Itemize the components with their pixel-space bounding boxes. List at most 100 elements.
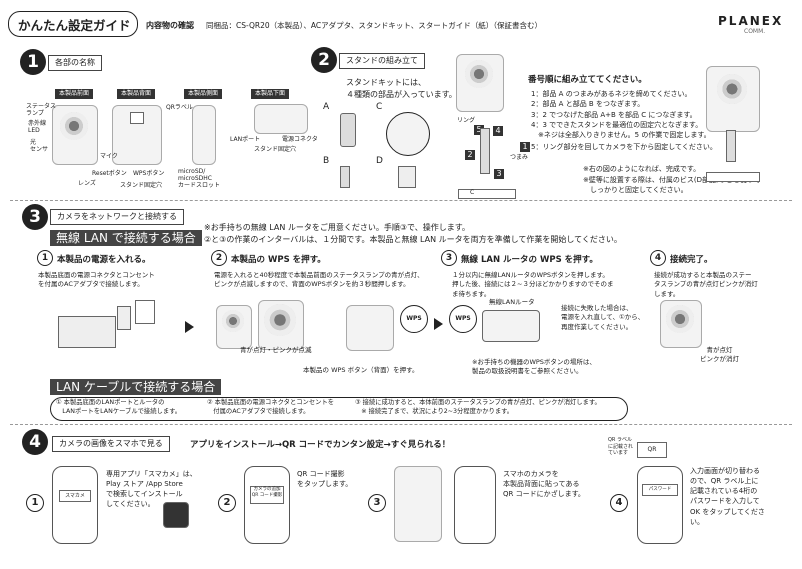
camera-closeup-lens xyxy=(264,304,296,336)
brand-sub: COMM. xyxy=(744,28,766,35)
stand-base-drawing xyxy=(458,189,516,199)
knob-label: つまみ xyxy=(510,154,529,161)
camera-back-qr-drawing xyxy=(394,466,442,542)
qr-label-sample: QR xyxy=(637,442,667,458)
diagram-step-5: 5 xyxy=(474,125,484,135)
diagram-step-2: 2 xyxy=(465,150,475,160)
app-step4-text: 入力画面が切り替わる ので、QR ラベル上に 記載されている4桁の パスワードを… xyxy=(690,467,765,526)
label-stand-hole-bottom: スタンド固定穴 xyxy=(254,146,297,153)
label-ir-led: 赤外線 LED xyxy=(28,120,47,135)
router-note: ※お手持ちの機器のWPSボタンの場所は、 製品の取扱説明書をご参照ください。 xyxy=(472,358,596,376)
label-power-conn: 電源コネクタ xyxy=(282,136,318,143)
part-c-drawing xyxy=(386,112,430,156)
stand-camera-lens xyxy=(465,60,493,88)
label-qr-label: QRラベル xyxy=(166,104,193,111)
done-caption: 青が点灯 ピンクが消灯 xyxy=(700,346,739,364)
diagram-step-1: 1 xyxy=(520,142,530,152)
lan-step-1: ① 本製品底面のLANポートとルータの LANポートをLANケーブルで接続します… xyxy=(56,399,182,415)
qr-scan-screen: カメラの追加 QR コード撮影 xyxy=(250,486,284,504)
wps-caption: 本製品の WPS ボタン（背面）を押す。 xyxy=(303,366,419,374)
contents-label: 内容物の確認 xyxy=(146,21,194,30)
assembly-steps-title: 番号順に組み立ててください。 xyxy=(528,75,647,85)
assembly-step-3: 3：2 でつなげた部品 A+B を部品 C につなぎます。 xyxy=(531,111,697,119)
assembly-step-4: 4：3 でできたスタンドを最適位の固定穴となぎます。 xyxy=(531,121,703,129)
wireless-step2-text: 電源を入れると40秒程度で本製品前面のステータスランプの青が点灯、 ピンクが点滅… xyxy=(214,271,424,289)
app-step2-text: QR コード撮影 をタップします。 xyxy=(297,470,353,489)
label-status-lamp: ステータス ランプ xyxy=(26,103,57,118)
assembly-note-wall: ※壁等に設置する際は、付属のビス(D部品)などを使って しっかりと固定してくださ… xyxy=(583,176,761,195)
done-camera-lens xyxy=(666,305,694,333)
app-icon xyxy=(163,502,189,528)
part-c-label: C xyxy=(376,102,383,112)
section4-subtitle: アプリをインストール→QR コードでカンタン設定→すぐ見られる！ xyxy=(190,440,451,450)
diagram-step-3: 3 xyxy=(494,169,504,179)
section4-number: 4 xyxy=(22,429,48,455)
camera-side-drawing xyxy=(192,105,216,165)
assembled-camera-lens xyxy=(717,74,747,104)
wireless-step3-number: 3 xyxy=(441,250,457,266)
qr-label-drawing xyxy=(130,112,144,124)
section3-title: カメラをネットワークと接続する xyxy=(50,209,184,225)
section1-number: 1 xyxy=(20,49,46,75)
power-camera-drawing xyxy=(58,316,116,348)
app-step4-number: 4 xyxy=(610,494,628,512)
app-step3-text: スマホのカメラを 本製品背面に貼ってある QR コードにかざします。 xyxy=(503,470,585,499)
wireless-step4-title: 接続完了。 xyxy=(670,255,713,265)
wireless-step2-number: 2 xyxy=(211,250,227,266)
assembly-step-5: 5：リング部分を回してカメラを下から固定してください。 xyxy=(531,143,717,151)
view-back-label: 本製品背面 xyxy=(117,89,155,99)
lan-step-3: ③ 接続に成功すると、本体前面のステータスランプの青が点灯、ピンクが消灯します。… xyxy=(355,399,601,415)
ring-label: リング xyxy=(457,117,476,124)
assembly-step-2: 2：部品 A と部品 B をつなぎます。 xyxy=(531,100,645,108)
wireless-step1-number: 1 xyxy=(37,250,53,266)
wireless-step2-title: 本製品の WPS を押す。 xyxy=(231,255,326,265)
guide-title-pill xyxy=(8,11,138,37)
label-lens: レンズ xyxy=(78,180,96,187)
app-step1-text: 専用アプリ「スマカメ」は、 Play ストア /App Store で検索してイ… xyxy=(106,470,197,509)
lan-heading: LAN ケーブルで接続する場合 xyxy=(50,379,222,395)
app-step1-number: 1 xyxy=(26,494,44,512)
view-front-label: 本製品前面 xyxy=(55,89,93,99)
app-step3-number: 3 xyxy=(368,494,386,512)
stand-pole-drawing xyxy=(480,128,490,174)
router-label: 無線LANルータ xyxy=(489,298,535,306)
section4-title: カメラの画像をスマホで見る xyxy=(52,436,170,452)
label-lan-port: LANポート xyxy=(230,136,261,143)
blinking-camera-lens xyxy=(222,310,244,332)
router-drawing xyxy=(482,310,540,342)
wireless-step3-title: 無線 LAN ルータの WPS を押す。 xyxy=(461,255,598,265)
wps-fail-text: 接続に失敗した場合は、 電源を入れ直して、①から、 再度作業してください。 xyxy=(561,304,645,331)
qr-label-note: QR ラベル に記載され ています xyxy=(608,437,634,456)
assembly-note-complete: ※右の図のようになれば、完成です。 xyxy=(583,165,701,173)
label-light-sensor: 光 センサ xyxy=(30,139,49,154)
base-c-label: C xyxy=(470,189,475,196)
camera-bottom-drawing xyxy=(254,104,308,134)
divider-section4 xyxy=(10,424,792,425)
part-d-label: D xyxy=(376,156,383,166)
label-reset: Resetボタン xyxy=(92,170,127,177)
stand-kit-intro: スタンドキットには、 ４種類の部品が入っています。 xyxy=(346,78,457,99)
label-stand-hole: スタンド固定穴 xyxy=(120,182,163,189)
label-wps: WPSボタン xyxy=(133,170,165,177)
section3-number: 3 xyxy=(22,204,48,230)
phone-step4 xyxy=(637,466,683,544)
phone-step1 xyxy=(52,466,98,544)
app-search-box: スマカメ xyxy=(59,490,91,502)
wireless-step3-text: １分以内に無線LANルータのWPSボタンを押します。 押した後、接続には２~３分… xyxy=(452,271,614,298)
camera-lens-drawing xyxy=(60,112,88,140)
part-a-drawing xyxy=(340,113,356,147)
wireless-note-a: ※お手持ちの無線 LAN ルータをご用意ください。手順③で、操作します。 xyxy=(204,223,470,232)
wps-camera-back-drawing xyxy=(346,305,394,351)
wireless-heading: 無線 LAN で接続する場合 xyxy=(50,230,202,246)
view-bottom-label: 本製品下面 xyxy=(251,89,289,99)
password-field: パスワード xyxy=(642,484,678,496)
part-d-drawing xyxy=(398,166,416,188)
contents-text: 同梱品：CS-QR20（本製品）、ACアダプタ、スタンドキット、スタートガイド（… xyxy=(206,21,542,30)
arrow-step1-2 xyxy=(185,321,194,333)
assembly-step-1: 1：部品 A のつまみがあるネジを締めてください。 xyxy=(531,90,692,98)
diagram-step-4: 4 xyxy=(493,126,503,136)
lan-step-2: ② 本製品底面の電源コネクタとコンセントを 付属のACアダプタで接続します。 xyxy=(207,399,335,415)
wireless-step1-text: 本製品底面の電源コネクタとコンセント を付属のACアダプタで接続します。 xyxy=(38,271,155,289)
section2-number: 2 xyxy=(311,47,337,73)
phone-step3 xyxy=(454,466,496,544)
